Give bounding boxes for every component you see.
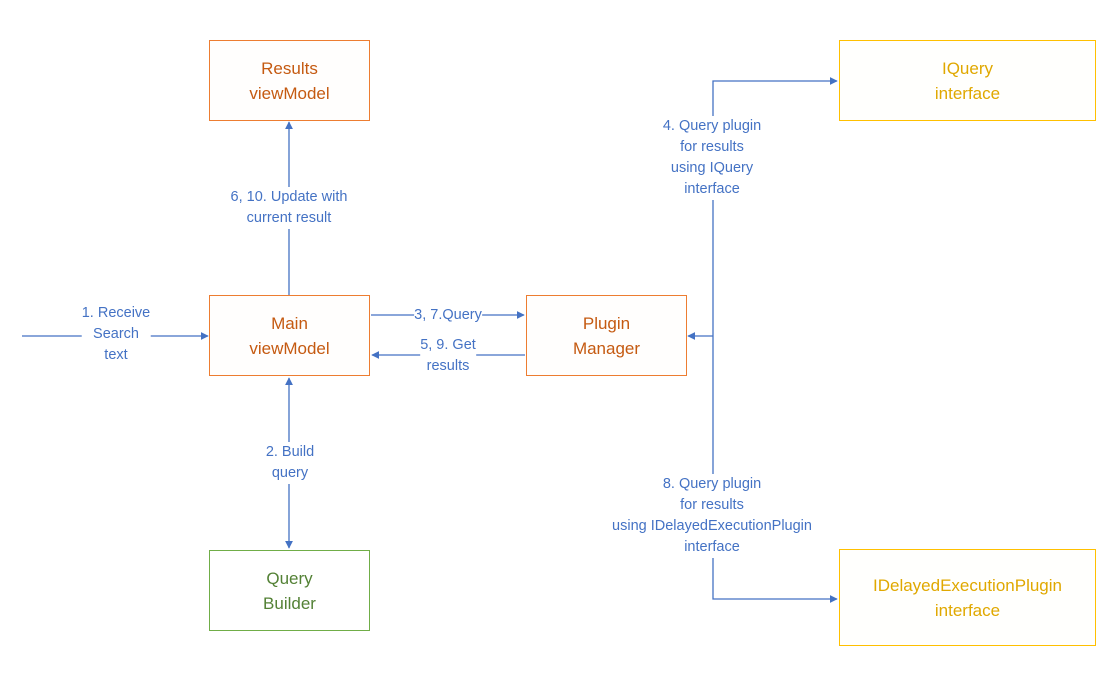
label-build-query-line1: 2. Build (265, 444, 315, 460)
label-build-query-line2: query (271, 465, 309, 481)
label-query-idelayed-line4: interface (684, 539, 740, 555)
main-viewmodel-line2: viewModel (249, 338, 330, 358)
label-receive-search-line1: 1. Receive (81, 305, 151, 321)
label-build-query: 2. Build query (265, 442, 315, 484)
edge-query-iquery (712, 77, 838, 336)
idelayed-interface-line1: IDelayedExecutionPlugin (872, 575, 1062, 595)
label-get-results-line1: 5, 9. Get (420, 337, 476, 353)
query-builder-line1: Query (266, 568, 313, 588)
query-builder-line2: Builder (263, 593, 316, 613)
main-viewmodel-box: Main viewModel (209, 295, 370, 376)
label-query-iquery: 4. Query plugin for results using IQuery… (662, 116, 762, 200)
results-viewmodel-line2: viewModel (249, 83, 330, 103)
idelayed-interface-line2: interface (934, 600, 1001, 620)
results-viewmodel-box: Results viewModel (209, 40, 370, 121)
label-update-results-line1: 6, 10. Update with (230, 189, 348, 205)
label-receive-search-line2: Search (93, 326, 139, 342)
edge-query-idelayed (712, 336, 838, 603)
label-query-iquery-line4: interface (684, 181, 740, 197)
iquery-interface-line1: IQuery (941, 58, 994, 78)
iquery-interface-line2: interface (934, 83, 1001, 103)
label-get-results: 5, 9. Get results (420, 335, 476, 377)
label-query-iquery-line1: 4. Query plugin (662, 118, 762, 134)
label-query-idelayed-line3: using IDelayedExecutionPlugin (612, 518, 812, 534)
results-viewmodel-line1: Results (261, 58, 318, 78)
query-builder-box: Query Builder (209, 550, 370, 631)
label-query-idelayed-line2: for results (680, 497, 744, 513)
label-query-idelayed-line1: 8. Query plugin (662, 476, 762, 492)
label-update-results: 6, 10. Update with current result (230, 187, 348, 229)
label-receive-search-line3: text (104, 347, 128, 363)
label-query-line1: 3, 7.Query (414, 307, 482, 323)
label-receive-search: 1. Receive Search text (81, 303, 151, 366)
label-query-iquery-line3: using IQuery (670, 160, 754, 176)
label-query-idelayed: 8. Query plugin for results using IDelay… (612, 474, 812, 558)
plugin-manager-box: Plugin Manager (526, 295, 687, 376)
iquery-interface-box: IQuery interface (839, 40, 1096, 121)
plugin-manager-line1: Plugin (582, 313, 631, 333)
plugin-manager-line2: Manager (572, 338, 641, 358)
label-update-results-line2: current result (246, 210, 332, 226)
main-viewmodel-line1: Main (271, 313, 308, 333)
idelayed-interface-box: IDelayedExecutionPlugin interface (839, 549, 1096, 646)
label-query: 3, 7.Query (414, 305, 482, 326)
label-query-iquery-line2: for results (680, 139, 744, 155)
label-get-results-line2: results (426, 358, 470, 374)
